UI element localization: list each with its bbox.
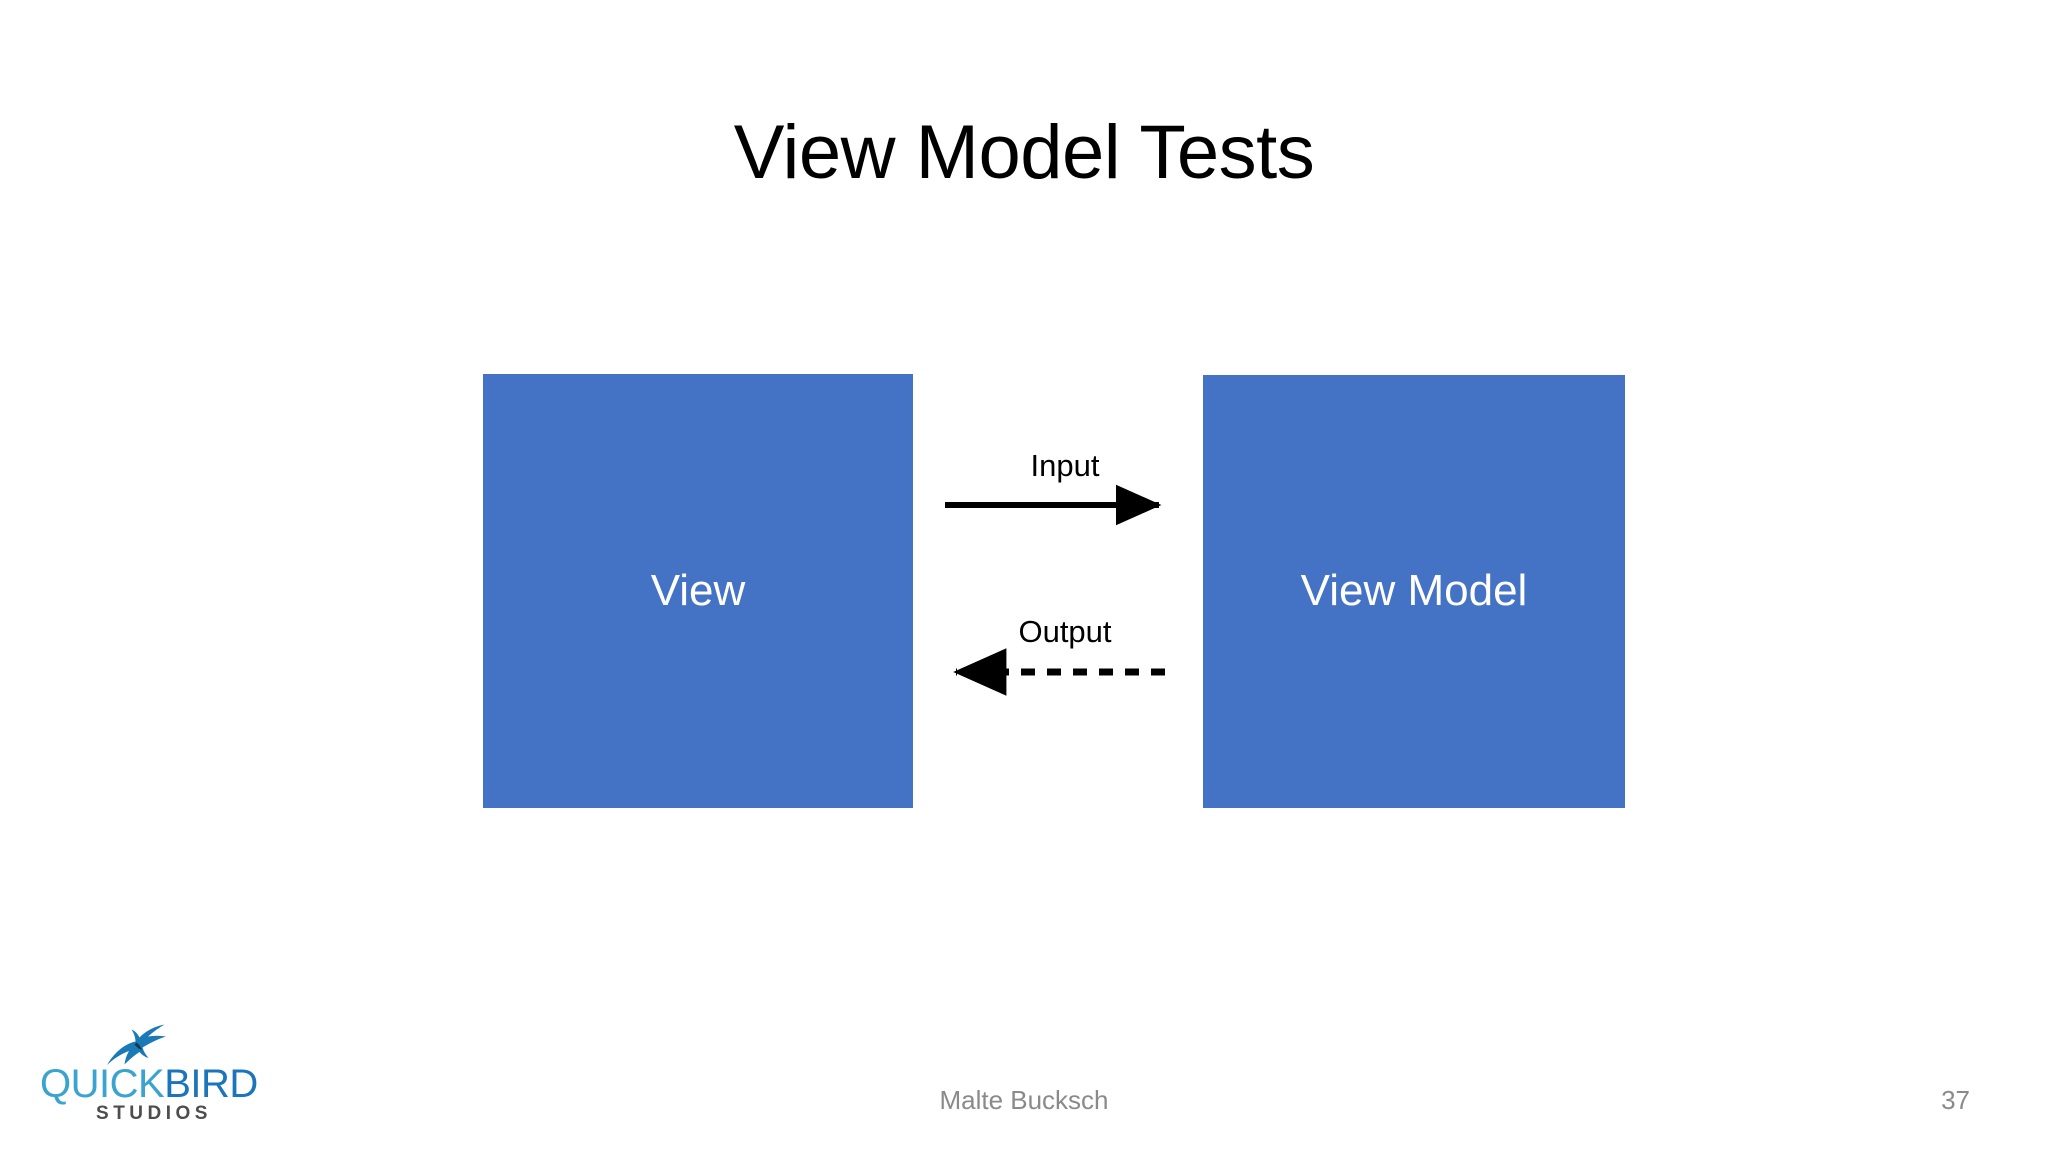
edge-label-output: Output <box>1018 614 1112 649</box>
diagram-node-view-model[interactable]: View Model <box>1203 375 1625 808</box>
diagram-node-view-model-label: View Model <box>1300 566 1528 616</box>
edge-label-input: Input <box>1030 448 1100 483</box>
logo-word-quick: QUICK <box>40 1062 165 1106</box>
logo-word-bird: BIRD <box>164 1062 258 1106</box>
footer-author: Malte Bucksch <box>939 1085 1109 1115</box>
bird-icon <box>107 1024 166 1065</box>
page-title: View Model Tests <box>733 110 1315 195</box>
diagram-node-view-label: View <box>650 565 746 615</box>
logo-wordmark: QUICKBIRD <box>40 1064 258 1104</box>
diagram-node-view[interactable]: View <box>483 374 913 808</box>
logo-tagline: STUDIOS <box>96 1103 212 1124</box>
quickbird-studios-logo: QUICKBIRD STUDIOS <box>40 1022 258 1126</box>
footer-page-number: 37 <box>1941 1085 1970 1115</box>
